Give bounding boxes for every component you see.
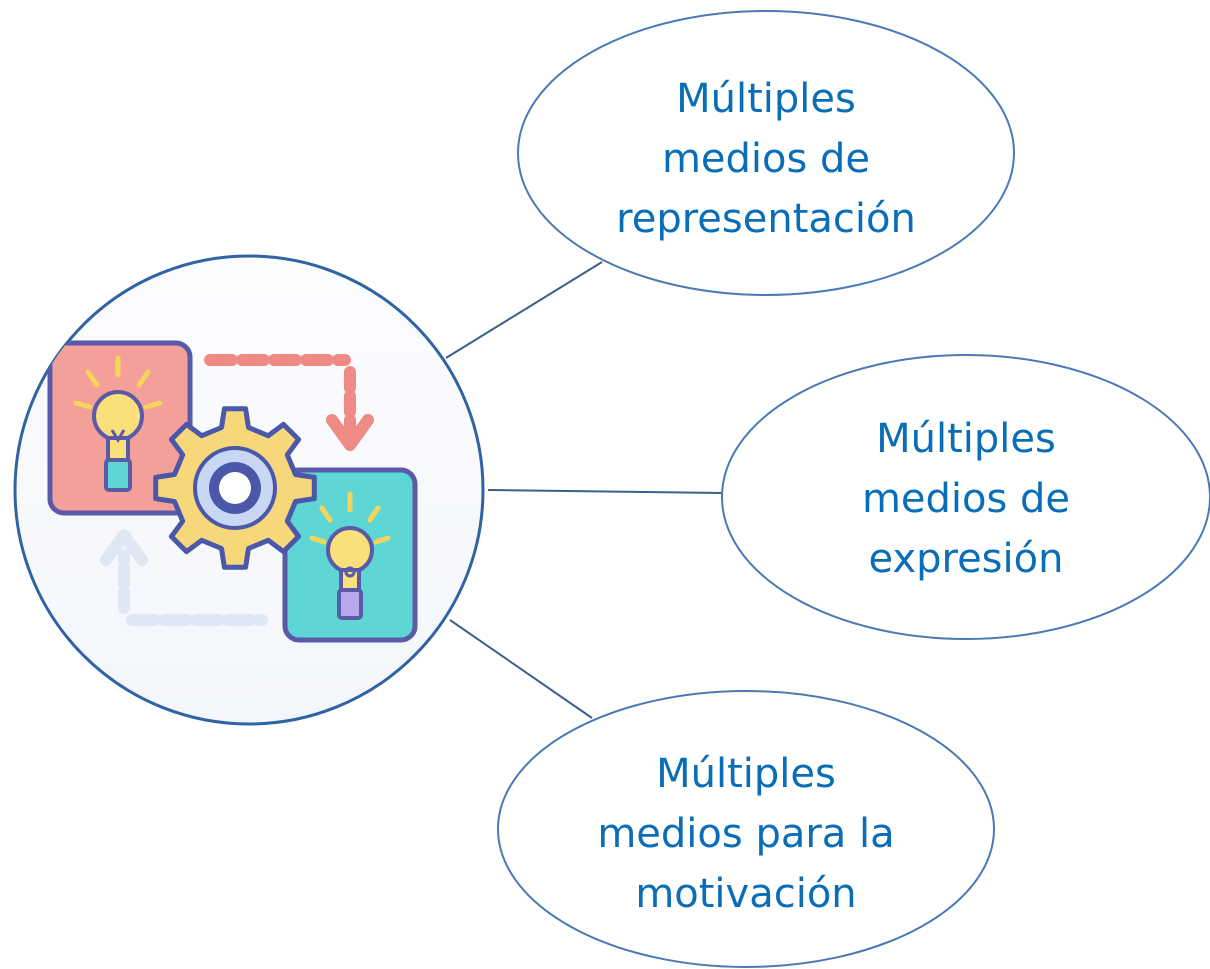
node-expresion: Múltiples medios de expresión [721,354,1210,640]
node-representacion-line2: medios de [662,136,870,182]
node-representacion-line3: representación [616,196,916,242]
node-motivacion-line1: Múltiples [656,751,836,797]
central-image [13,254,485,726]
connector-top [445,261,603,359]
connector-bottom [449,619,593,719]
node-motivacion-line2: medios para la [597,811,894,857]
node-expresion-line1: Múltiples [876,416,1056,462]
node-expresion-line2: medios de [862,476,1070,522]
connector-middle [487,489,723,494]
arrow-down-icon [204,354,374,451]
node-representacion-line1: Múltiples [676,76,856,122]
node-representacion: Múltiples medios de representación [517,10,1015,296]
lightbulb-icon [309,491,391,620]
arrow-up-icon [100,529,268,626]
node-motivacion: Múltiples medios para la motivación [497,690,995,968]
lightbulb-icon [73,355,163,492]
gear-icon [153,406,317,570]
node-motivacion-line3: motivación [635,871,856,917]
node-expresion-line3: expresión [869,536,1064,582]
